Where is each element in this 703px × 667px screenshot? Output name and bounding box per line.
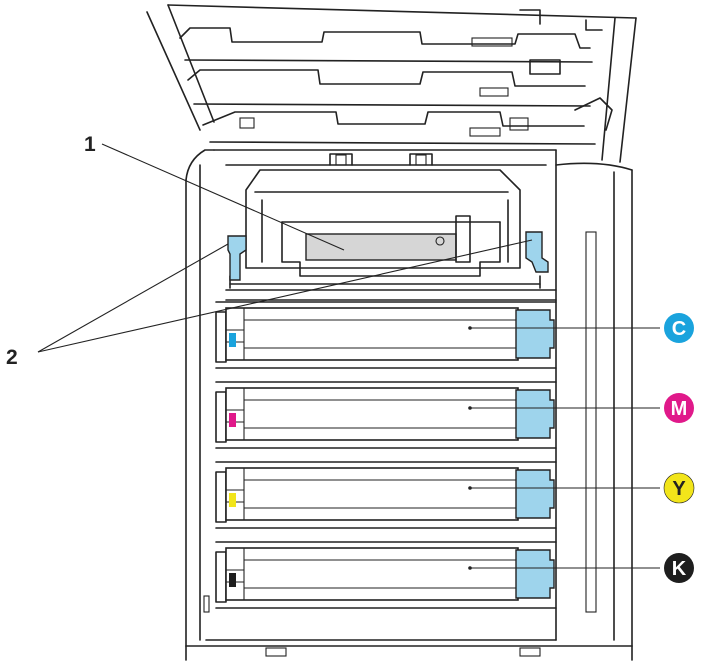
cartridge-k-badge: K	[664, 553, 694, 583]
cartridge-m-color-tab	[229, 413, 236, 427]
cartridge-c-color-tab	[229, 333, 236, 347]
callout-lines	[37, 143, 533, 353]
fuser-lever-right	[525, 231, 549, 273]
cartridge-k-color-tab	[229, 573, 236, 587]
cartridge-y-label: Y	[672, 478, 686, 500]
callout-1: 1	[84, 133, 96, 156]
cartridge-c-label: C	[672, 318, 686, 340]
cartridge-m-badge: M	[664, 393, 694, 423]
cartridge-m: M	[215, 381, 694, 449]
cartridge-c: C	[215, 301, 694, 369]
cartridge-c-badge: C	[664, 313, 694, 343]
image-drum-cartridges: C M Y K	[215, 301, 695, 609]
cartridge-y-color-tab	[229, 493, 236, 507]
cartridge-k: K	[215, 541, 694, 609]
cartridge-y-badge: Y	[663, 472, 695, 504]
cartridge-y-end-cap	[515, 469, 555, 519]
cartridge-m-label: M	[671, 398, 688, 420]
cartridge-y: Y	[215, 461, 695, 529]
fuser-unit	[229, 169, 541, 289]
fuser-roller	[305, 233, 457, 261]
cartridge-c-end-cap	[515, 309, 555, 359]
cartridge-m-end-cap	[515, 389, 555, 439]
cartridge-k-end-cap	[515, 549, 555, 599]
cartridge-k-label: K	[672, 558, 687, 580]
top-cover	[146, 4, 637, 163]
callout-2: 2	[6, 346, 18, 369]
fuser-lever-left	[227, 235, 247, 281]
printer-body	[185, 149, 633, 661]
